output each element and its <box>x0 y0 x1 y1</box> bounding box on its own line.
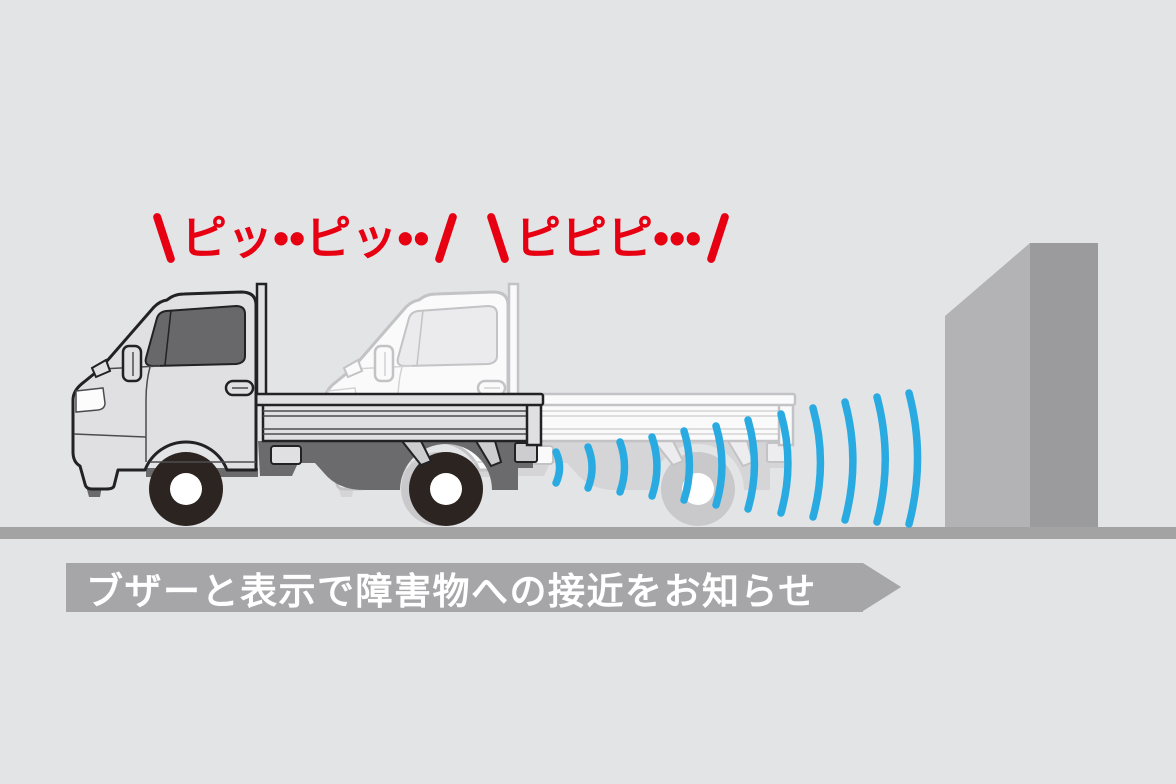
sonar-wave-arc <box>680 427 694 504</box>
sonar-wave-arc <box>712 422 726 509</box>
wall-left-face <box>945 243 1030 527</box>
beep-near-label: ピピピ••• <box>486 212 731 264</box>
caption-banner: ブザーと表示で障害物への接近をお知らせ <box>66 563 901 612</box>
sonar-wave-arc <box>841 398 857 524</box>
wall <box>945 243 1098 527</box>
sonar-wave-arc <box>584 443 596 492</box>
sonar-wave-arc <box>648 433 661 500</box>
road <box>0 527 1176 539</box>
beep-far-label: ピッ••ピッ•• <box>152 212 459 264</box>
sonar-wave-arc <box>552 448 564 487</box>
sonar-wave-arc <box>744 416 759 513</box>
sonar-wave-arc <box>905 389 922 528</box>
beep-near-text: ピピピ••• <box>515 212 702 264</box>
beep-far-text: ピッ••ピッ•• <box>181 212 430 264</box>
sonar-wave-arc <box>809 404 825 521</box>
sonar-wave-arc <box>616 438 629 496</box>
sonar-wave-arc <box>873 393 889 526</box>
sonar-waves <box>552 389 922 528</box>
wall-front-face <box>1030 243 1098 527</box>
caption-text: ブザーと表示で障害物への接近をお知らせ <box>86 570 817 612</box>
sonar-wave-arc <box>777 410 792 517</box>
